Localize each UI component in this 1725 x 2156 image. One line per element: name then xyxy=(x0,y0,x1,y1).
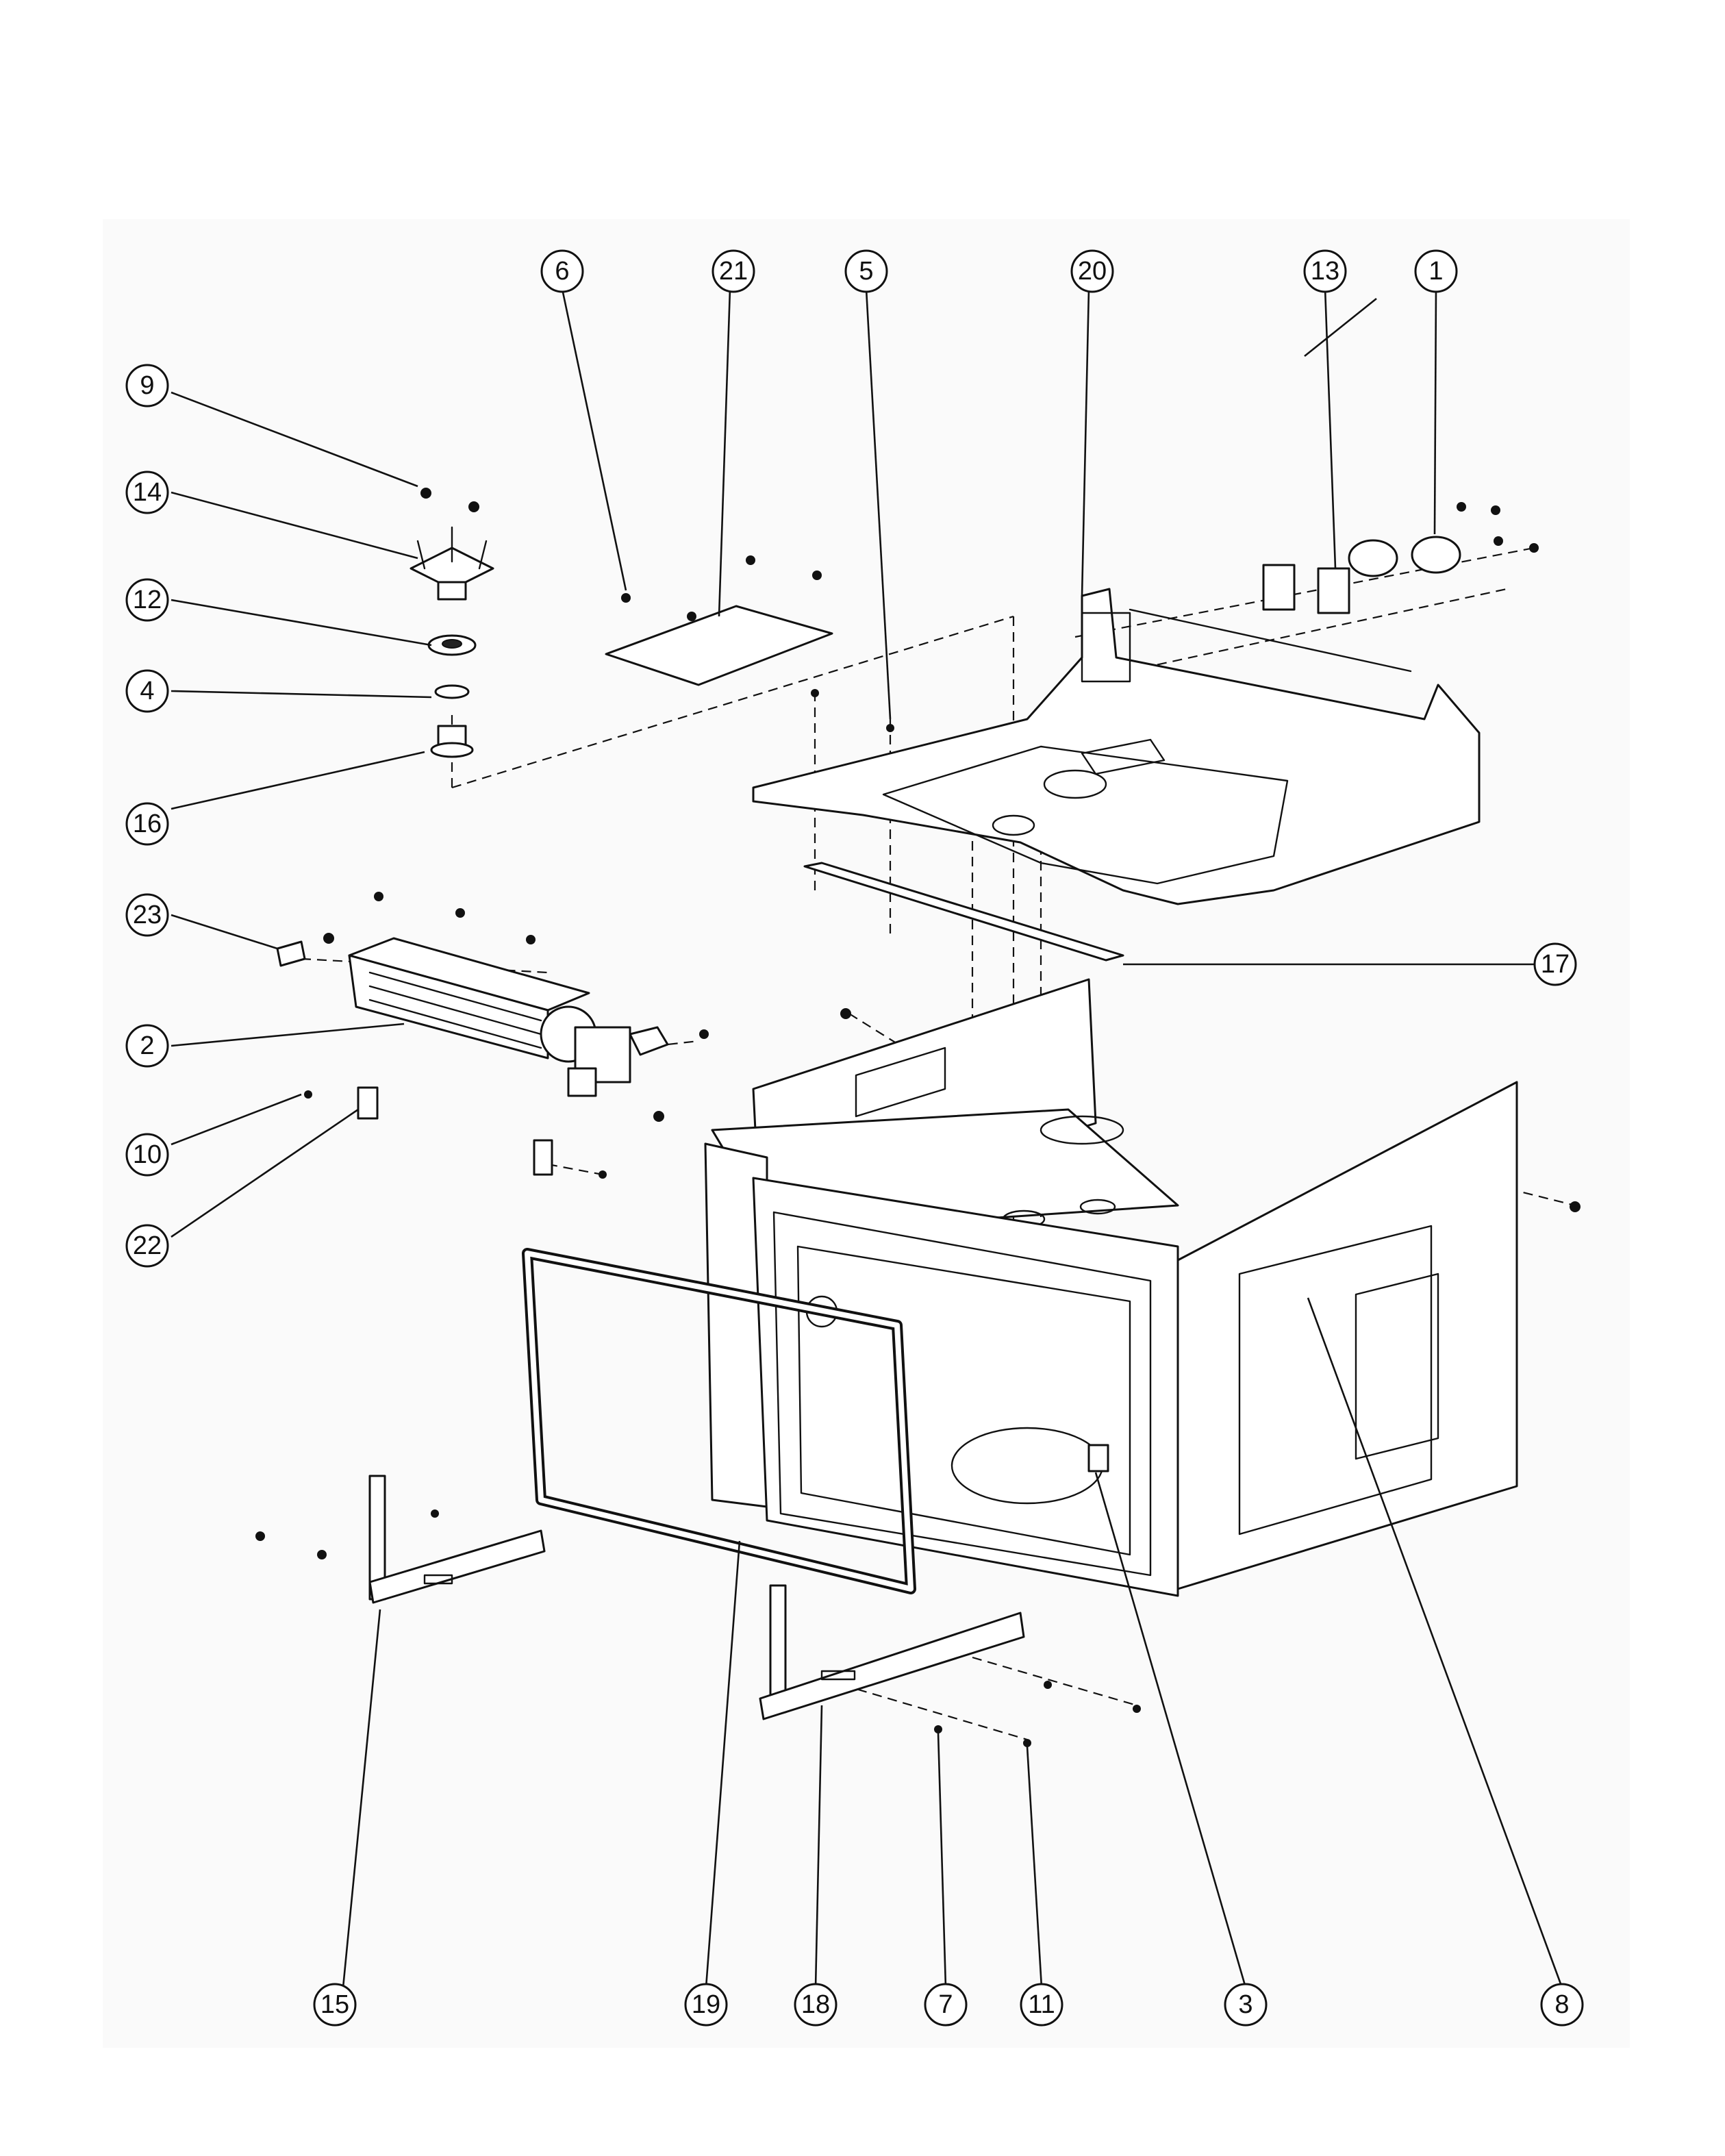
callout-22-label: 22 xyxy=(133,1231,162,1260)
callout-7: 7 xyxy=(924,1983,968,2027)
misc-screws xyxy=(653,502,1581,1300)
callout-16: 16 xyxy=(125,802,169,846)
blower-part xyxy=(323,892,709,1097)
top-panel-part xyxy=(752,588,1481,905)
callout-3-label: 3 xyxy=(1238,1990,1252,2019)
interlock-switches xyxy=(1262,536,1461,614)
callout-19-label: 19 xyxy=(692,1990,720,2019)
callout-21: 21 xyxy=(712,249,755,293)
callout-9: 9 xyxy=(125,364,169,408)
callout-6-label: 6 xyxy=(555,257,569,286)
callout-8-label: 8 xyxy=(1554,1990,1569,2019)
callout-12: 12 xyxy=(125,578,169,622)
callout-8: 8 xyxy=(1540,1983,1584,2027)
callout-7-label: 7 xyxy=(938,1990,953,2019)
callout-3: 3 xyxy=(1224,1983,1268,2027)
callout-17: 17 xyxy=(1533,942,1577,986)
callout-2-label: 2 xyxy=(140,1031,154,1060)
callout-11: 11 xyxy=(1020,1983,1063,2027)
callouts: 1 2 3 4 5 6 7 8 9 10 11 12 13 14 15 16 1… xyxy=(125,249,1584,2027)
callout-13: 13 xyxy=(1303,249,1347,293)
door-gasket-part xyxy=(522,1248,916,1594)
small-brackets xyxy=(276,940,607,1179)
callout-1: 1 xyxy=(1414,249,1458,293)
right-hinge-part xyxy=(759,1584,1141,1747)
callout-22: 22 xyxy=(125,1224,169,1268)
callout-9-label: 9 xyxy=(140,371,154,400)
callout-13-label: 13 xyxy=(1311,257,1339,286)
strip-part xyxy=(803,862,1124,962)
cover-plate-part xyxy=(605,555,833,686)
callout-23-label: 23 xyxy=(133,901,162,929)
fan-motor-stack xyxy=(410,488,494,758)
left-hinge-part xyxy=(255,1475,546,1604)
callout-23: 23 xyxy=(125,893,169,937)
oven-cavity xyxy=(704,978,1518,1597)
callout-14: 14 xyxy=(125,471,169,514)
callout-18-label: 18 xyxy=(801,1990,830,2019)
callout-18: 18 xyxy=(794,1983,838,2027)
callout-2: 2 xyxy=(125,1024,169,1068)
callout-4: 4 xyxy=(125,669,169,713)
callout-15: 15 xyxy=(313,1983,357,2027)
callout-5: 5 xyxy=(844,249,888,293)
callout-10: 10 xyxy=(125,1133,169,1177)
callout-19: 19 xyxy=(684,1983,728,2027)
callout-4-label: 4 xyxy=(140,677,154,705)
callout-10-label: 10 xyxy=(133,1140,162,1169)
callout-5-label: 5 xyxy=(859,257,873,286)
callout-16-label: 16 xyxy=(133,810,162,838)
callout-15-label: 15 xyxy=(320,1990,349,2019)
callout-6: 6 xyxy=(540,249,584,293)
callout-20-label: 20 xyxy=(1078,257,1107,286)
callout-11-label: 11 xyxy=(1028,1990,1055,2019)
callout-14-label: 14 xyxy=(133,478,162,507)
callout-1-label: 1 xyxy=(1428,257,1443,286)
callout-21-label: 21 xyxy=(719,257,748,286)
callout-17-label: 17 xyxy=(1541,950,1570,979)
leader-lines xyxy=(171,288,1563,1988)
callout-20: 20 xyxy=(1070,249,1114,293)
callout-12-label: 12 xyxy=(133,586,162,614)
